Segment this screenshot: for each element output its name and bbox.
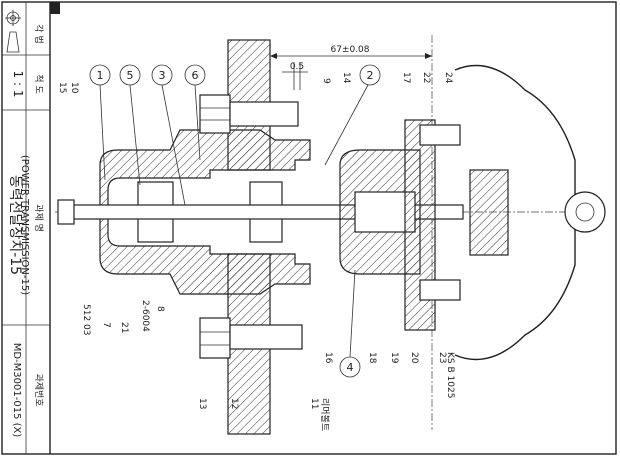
dimension-overall-value: 67±0.08: [330, 45, 369, 55]
dimension-overall: 67±0.08: [270, 45, 432, 59]
svg-text:1: 1: [97, 69, 104, 82]
part-label-11b: 리머볼트: [319, 398, 330, 431]
part-label-16: 16: [323, 352, 333, 364]
hex-bolt-top: [199, 94, 299, 134]
sheet-border: [1, 1, 617, 455]
part-label-11: 11: [309, 398, 319, 409]
part-label-21: 21: [119, 322, 129, 333]
balloon-1: 1: [89, 64, 111, 181]
shaft-nut: [57, 199, 75, 225]
part-label-23: 23: [437, 352, 447, 363]
projection-symbol-icon: [5, 10, 21, 53]
part-label-13: 13: [197, 398, 207, 409]
part-label-15: 15: [57, 82, 67, 93]
number-label: 과제번호: [33, 373, 44, 406]
part-label-14: 14: [341, 72, 351, 84]
svg-text:4: 4: [347, 361, 354, 374]
part-label-8: 8: [155, 306, 165, 312]
part-label-512: 512 03: [81, 304, 91, 336]
part-label-24: 24: [443, 72, 453, 84]
part-label-10: 10: [69, 82, 79, 94]
part-label-12: 12: [229, 398, 239, 409]
drawing-number: MD-M3001-015 (X): [11, 343, 22, 438]
corner-mark: [50, 2, 60, 14]
balloon-5: 5: [119, 64, 141, 186]
dimension-small: 0.5: [282, 62, 308, 90]
scale-value: 1 : 1: [11, 71, 25, 98]
svg-text:3: 3: [159, 69, 166, 82]
angle-label: 각 법: [33, 24, 45, 43]
balloon-2: 2: [324, 64, 381, 166]
part-label-19: 19: [389, 352, 399, 364]
part-label-9: 9: [321, 78, 331, 84]
part-labels: 15 10 9 14 17 22 24 7 21 8 2-6004 512 03…: [57, 72, 455, 431]
svg-text:2: 2: [367, 69, 374, 82]
part-label-20: 20: [409, 352, 419, 364]
hex-bolt-bottom: [199, 317, 303, 359]
part-label-17: 17: [401, 72, 411, 83]
drawing-title-english: (POWER TRANSMISSION-15): [19, 155, 30, 295]
scale-label: 척 도: [33, 74, 44, 93]
title-label: 과제 명: [33, 204, 44, 232]
svg-text:6: 6: [192, 69, 199, 82]
svg-text:5: 5: [127, 69, 134, 82]
part-label-ks: KS B 1025: [445, 352, 455, 398]
part-label-18: 18: [367, 352, 377, 364]
balloon-4: 4: [339, 269, 361, 378]
part-label-7: 7: [101, 322, 111, 328]
right-bracket: [404, 64, 606, 361]
part-label-22: 22: [421, 72, 431, 83]
balloon-3: 3: [151, 64, 186, 206]
dimension-small-value: 0.5: [290, 62, 304, 72]
balloon-6: 6: [184, 64, 206, 161]
drawing-title: 동력전달장치-15: [7, 175, 23, 275]
part-label-8b: 2-6004: [140, 300, 150, 332]
